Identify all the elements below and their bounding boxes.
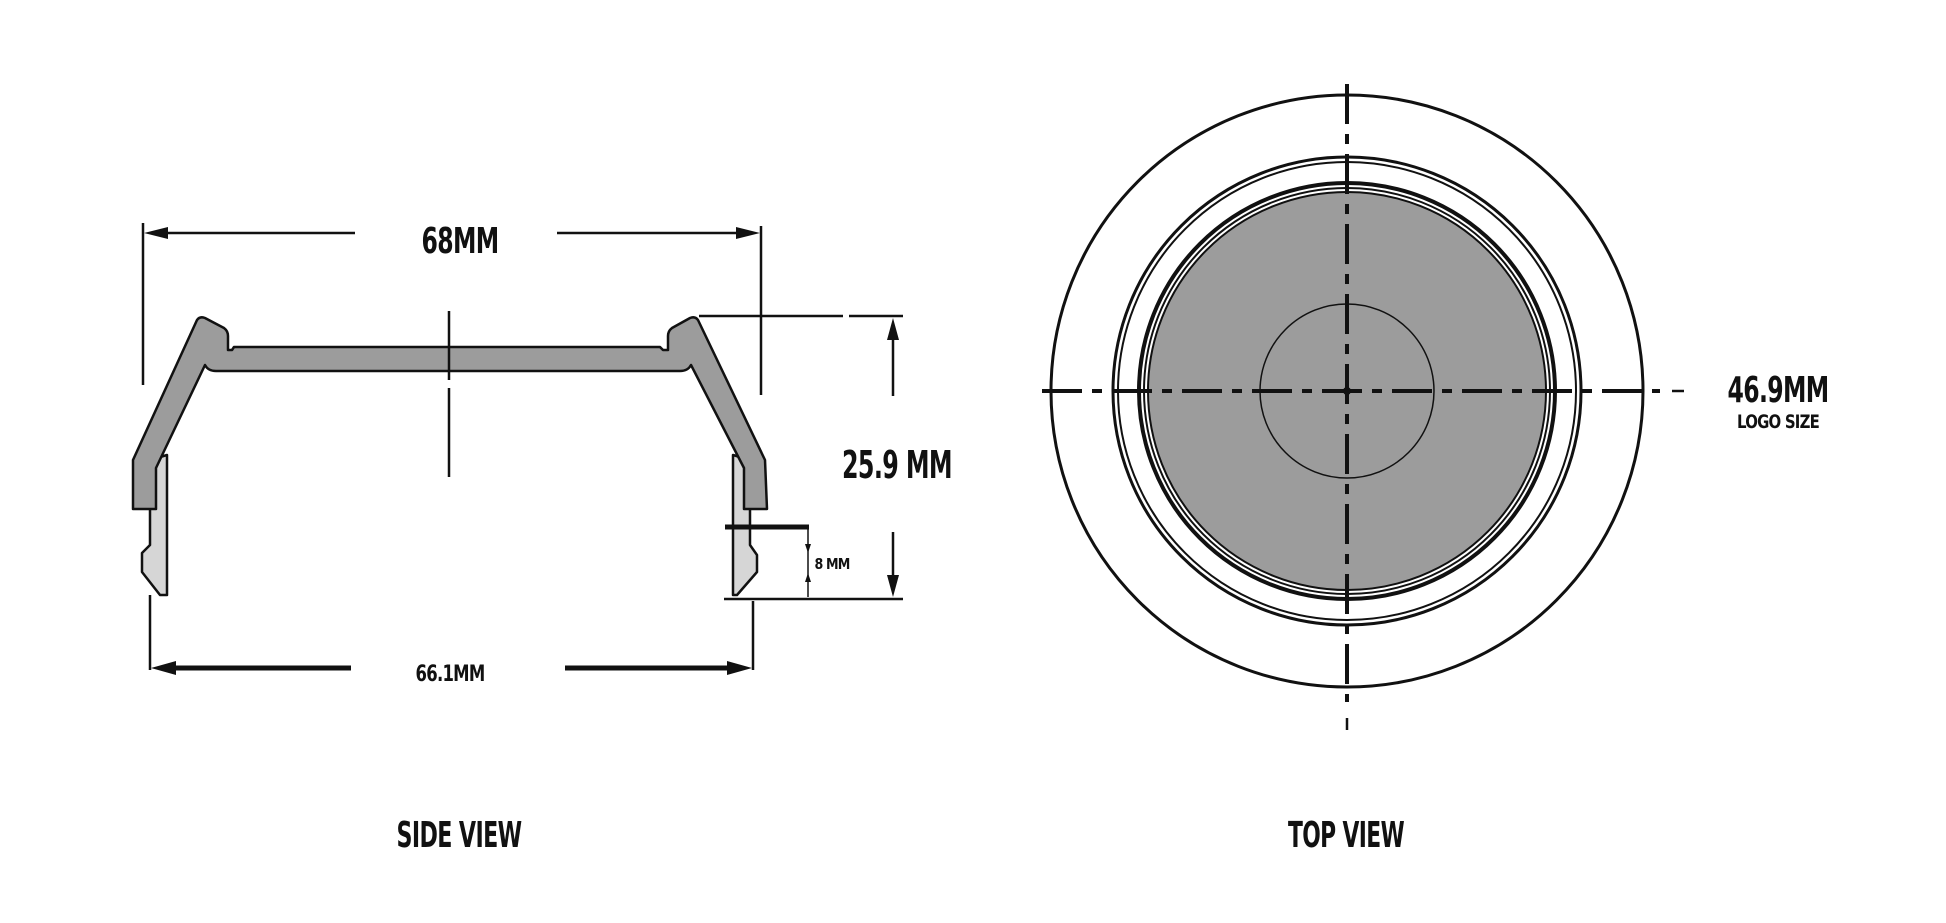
side-view-title: SIDE VIEW bbox=[397, 815, 522, 856]
arrow-down-icon bbox=[887, 575, 899, 597]
side-view: 68MM 25.9 MM bbox=[131, 221, 953, 856]
label-logo-size: LOGO SIZE bbox=[1737, 411, 1819, 433]
label-25-9mm: 25.9 MM bbox=[842, 443, 952, 487]
dimension-inner-width: 66.1MM bbox=[148, 595, 755, 687]
top-view: 46.9MM LOGO SIZE TOP VIEW bbox=[1042, 84, 1830, 856]
cap-shell bbox=[131, 316, 769, 511]
dimension-height: 25.9 MM bbox=[699, 314, 953, 601]
cap-profile bbox=[131, 311, 769, 597]
arrow-left-icon bbox=[151, 661, 176, 675]
center-point bbox=[1343, 387, 1351, 395]
arrow-right-icon bbox=[736, 227, 760, 239]
label-8mm: 8 MM bbox=[815, 555, 850, 573]
label-46-9mm: 46.9MM bbox=[1728, 370, 1829, 411]
dimension-overall-width: 68MM bbox=[141, 221, 763, 395]
top-view-title: TOP VIEW bbox=[1288, 815, 1404, 856]
small-arrow-down-icon bbox=[805, 544, 811, 553]
clip-lug-left bbox=[140, 453, 169, 597]
arrow-up-icon bbox=[887, 318, 899, 340]
label-66-1mm: 66.1MM bbox=[416, 662, 485, 687]
dimension-clip-height: 8 MM bbox=[725, 524, 851, 597]
small-arrow-up-icon bbox=[805, 573, 811, 582]
label-68mm: 68MM bbox=[422, 221, 499, 262]
arrow-right-icon bbox=[727, 661, 752, 675]
arrow-left-icon bbox=[144, 227, 168, 239]
